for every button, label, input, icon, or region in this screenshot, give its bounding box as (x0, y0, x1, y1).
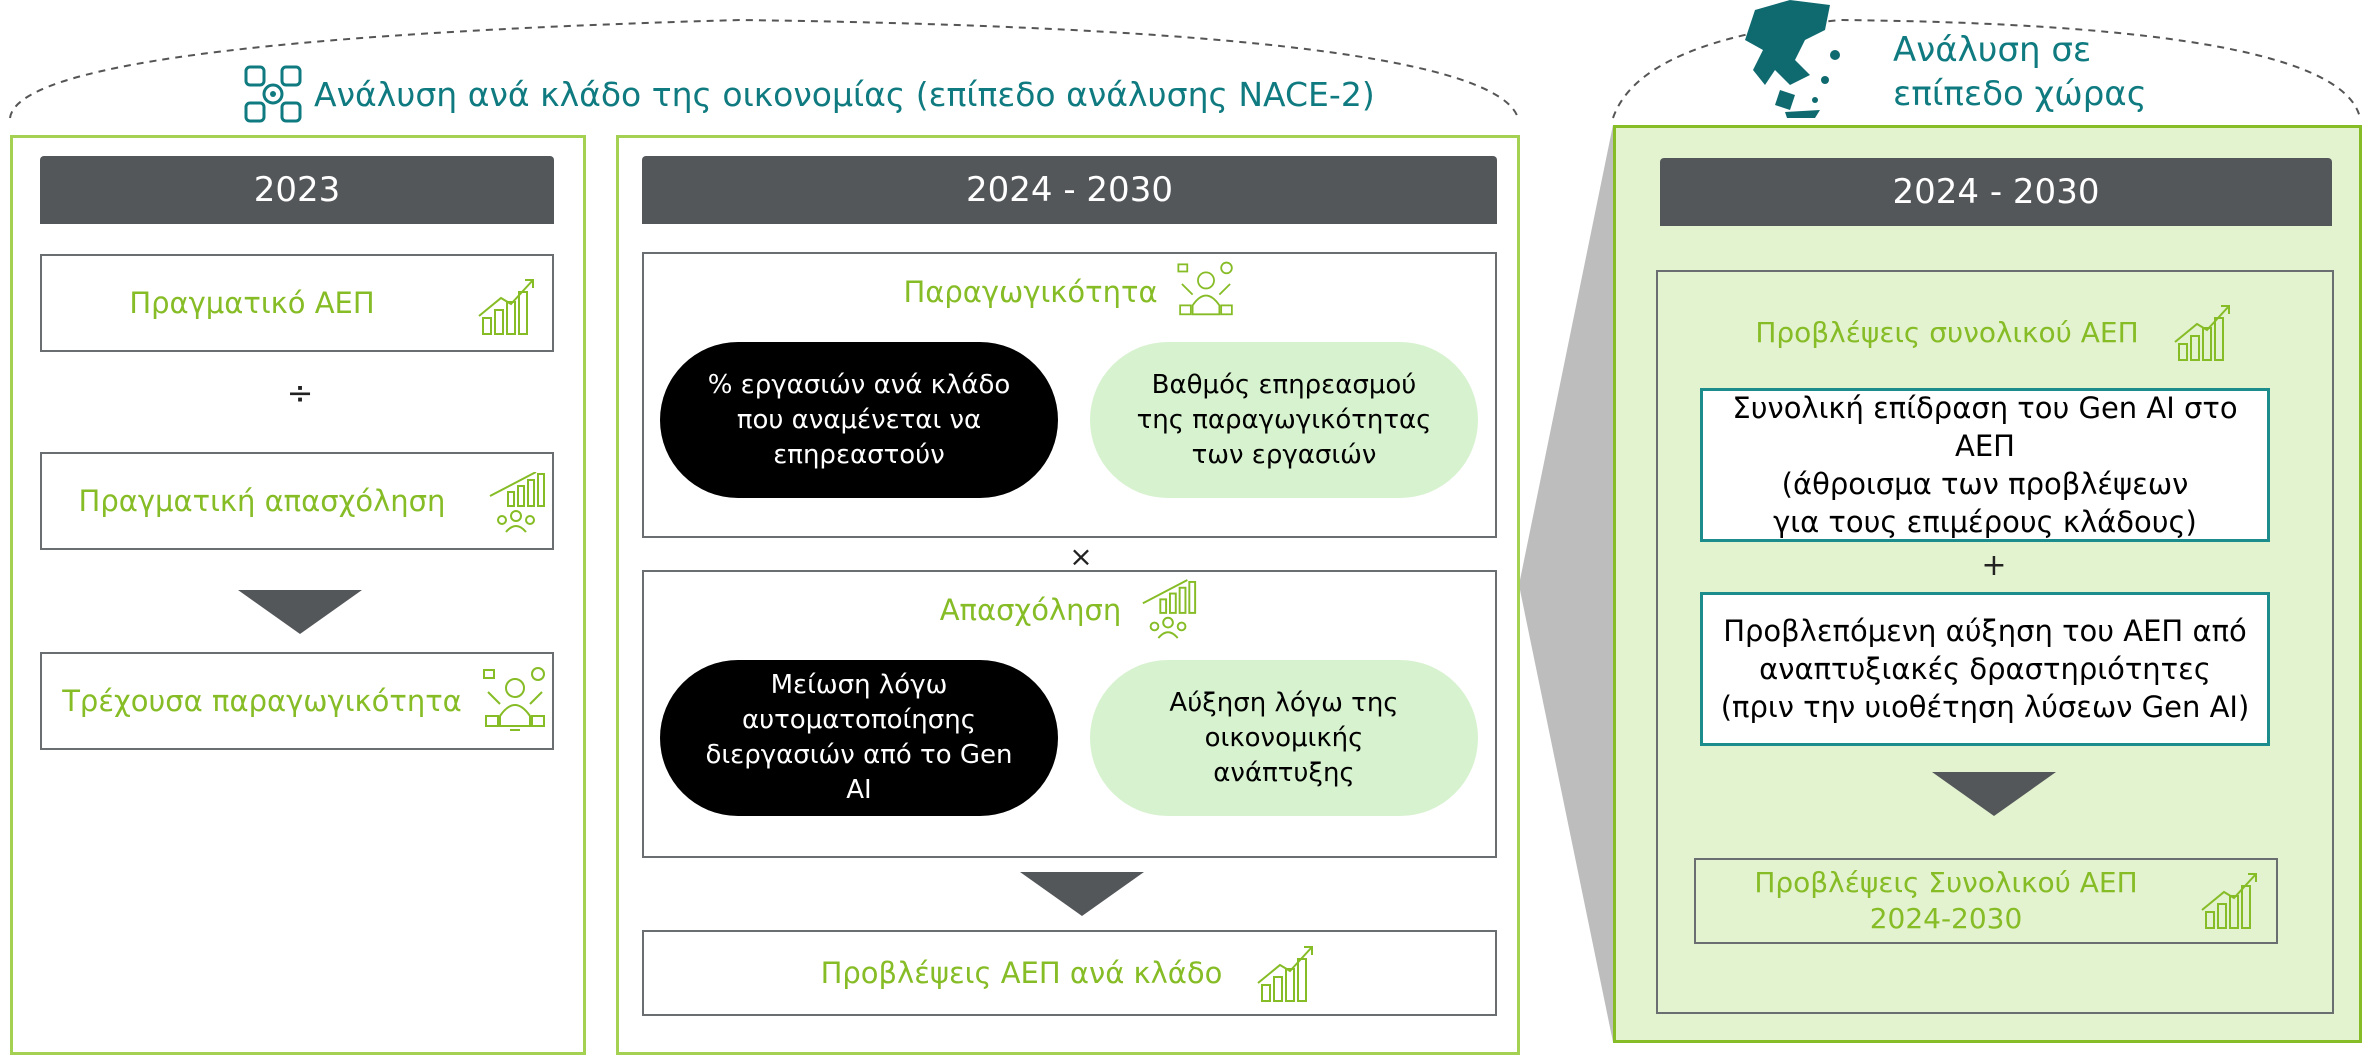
total-gdp-final-line2: 2024-2030 (1869, 902, 2023, 935)
connector-shape (1520, 125, 1613, 1042)
total-gdp-title-row: Προβλέψεις συνολικού ΑΕΠ (1658, 282, 2332, 382)
real-gdp-box: Πραγματικό ΑΕΠ (40, 254, 554, 352)
development-growth-line2: αναπτυξιακές δραστηριότητες (1759, 652, 2211, 686)
down-arrow-sector (1020, 872, 1144, 916)
productivity-title: Παραγωγικότητα (903, 275, 1158, 309)
growth-chart-icon (477, 276, 539, 336)
economic-growth-pill: Αύξηση λόγω της οικονομικής ανάπτυξης (1090, 660, 1478, 816)
productivity-worker-icon (1176, 259, 1236, 325)
panel-country-header: 2024 - 2030 (1660, 158, 2332, 226)
plus-operator: + (1981, 548, 2007, 583)
gdp-growth-chart-icon (1256, 943, 1318, 1003)
final-gdp-chart-icon (2200, 870, 2262, 930)
gen-ai-impact-title: Συνολική επίδραση του Gen AI στο ΑΕΠ (1732, 391, 2238, 463)
productive-worker-icon (482, 664, 548, 738)
employment-box: Απασχόληση Μείωση λόγω αυτοματοποίησης δ… (642, 570, 1497, 858)
multiply-operator: × (1069, 540, 1093, 573)
gen-ai-impact-line2: (άθροισμα των προβλέψεων (1781, 467, 2189, 501)
employment-growth-icon (486, 472, 548, 534)
employment-people-icon (1139, 579, 1199, 641)
productivity-title-row: Παραγωγικότητα (644, 254, 1495, 330)
divide-operator: ÷ (286, 374, 314, 412)
panel-country (1613, 125, 2362, 1043)
down-arrow-country (1932, 772, 2056, 816)
real-gdp-label: Πραγματικό ΑΕΠ (129, 286, 375, 320)
total-gdp-final-label: Προβλέψεις Συνολικού ΑΕΠ 2024-2030 (1696, 860, 2196, 942)
total-gdp-forecast-title: Προβλέψεις συνολικού ΑΕΠ (1755, 315, 2139, 349)
left-section-title-text: Ανάλυση ανά κλάδο της οικονομίας (επίπεδ… (314, 74, 1375, 114)
current-productivity-label: Τρέχουσα παραγωγικότητα (62, 684, 462, 718)
greece-map-icon (1735, 0, 1850, 120)
productivity-impact-pill: Βαθμός επηρεασμού της παραγωγικότητας τω… (1090, 342, 1478, 498)
sector-gdp-forecast-box: Προβλέψεις ΑΕΠ ανά κλάδο (642, 930, 1497, 1016)
industry-sectors-icon (244, 65, 302, 123)
sector-gdp-forecast-label: Προβλέψεις ΑΕΠ ανά κλάδο (820, 956, 1223, 990)
employment-title: Απασχόληση (939, 593, 1122, 627)
right-section-title-line2: επίπεδο χώρας (1893, 74, 2147, 114)
development-growth-line1: Προβλεπόμενη αύξηση του ΑΕΠ από (1723, 614, 2247, 648)
development-growth-line3: (πριν την υιοθέτηση λύσεων Gen AI) (1720, 690, 2250, 724)
right-section-arc (1612, 18, 2361, 119)
productivity-box: Παραγωγικότητα % εργασιών ανά κλάδο που … (642, 252, 1497, 538)
employment-title-row: Απασχόληση (644, 572, 1495, 648)
gen-ai-impact-box: Συνολική επίδραση του Gen AI στο ΑΕΠ (άθ… (1700, 388, 2270, 542)
current-productivity-box: Τρέχουσα παραγωγικότητα (40, 652, 554, 750)
down-arrow-2023 (238, 590, 362, 634)
gen-ai-impact-line3: για τους επιμέρους κλάδους) (1773, 505, 2197, 539)
left-section-title: Ανάλυση ανά κλάδο της οικονομίας (επίπεδ… (244, 64, 1375, 124)
real-employment-label: Πραγματική απασχόληση (78, 484, 446, 518)
right-section-title-line1: Ανάλυση σε (1893, 30, 2092, 70)
panel-2024-2030-header: 2024 - 2030 (642, 156, 1497, 224)
total-gdp-chart-icon (2173, 302, 2235, 362)
panel-2023-header: 2023 (40, 156, 554, 224)
tasks-affected-pill: % εργασιών ανά κλάδο που αναμένεται να ε… (660, 342, 1058, 498)
real-employment-box: Πραγματική απασχόληση (40, 452, 554, 550)
development-growth-box: Προβλεπόμενη αύξηση του ΑΕΠ από αναπτυξι… (1700, 592, 2270, 746)
right-section-title: Ανάλυση σε επίπεδο χώρας (1893, 28, 2147, 116)
total-gdp-final-box: Προβλέψεις Συνολικού ΑΕΠ 2024-2030 (1694, 858, 2278, 944)
automation-reduction-pill: Μείωση λόγω αυτοματοποίησης διεργασιών α… (660, 660, 1058, 816)
country-forecast-container: Προβλέψεις συνολικού ΑΕΠ (1656, 270, 2334, 1014)
total-gdp-final-line1: Προβλέψεις Συνολικού ΑΕΠ (1754, 866, 2138, 899)
sector-gdp-forecast-row: Προβλέψεις ΑΕΠ ανά κλάδο (644, 932, 1495, 1014)
section-arcs (9, 18, 2361, 119)
